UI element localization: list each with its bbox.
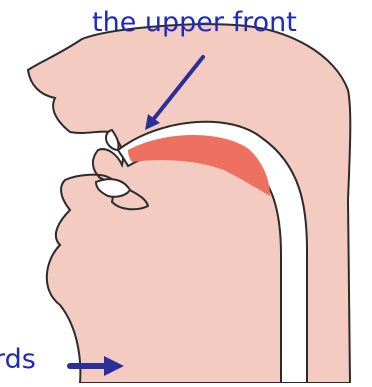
label-partial-word: rds xyxy=(0,346,36,373)
label-upper-front: the upper front xyxy=(92,9,297,36)
